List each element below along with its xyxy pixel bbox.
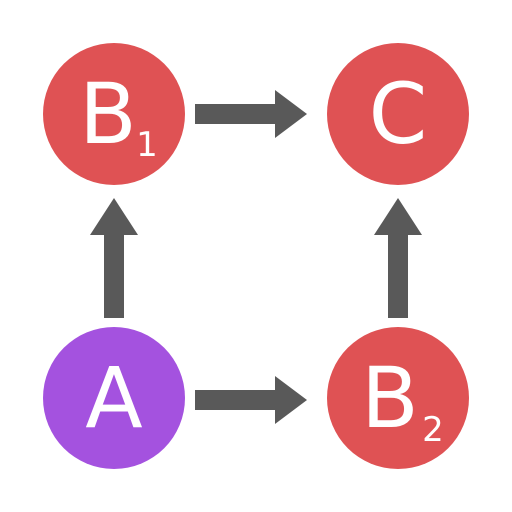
edge-shaft xyxy=(388,232,408,318)
node-subscript: 2 xyxy=(422,410,444,450)
edge-arrowhead xyxy=(275,90,307,138)
edge-shaft xyxy=(195,104,277,124)
edge-b2-to-c xyxy=(374,198,422,318)
edge-a-to-b1 xyxy=(90,198,138,318)
node-letter: B xyxy=(361,349,419,447)
edge-b1-to-c xyxy=(195,90,307,138)
node-c: C xyxy=(327,43,469,185)
node-a: A xyxy=(43,327,185,469)
node-circle xyxy=(43,43,185,185)
node-circle xyxy=(43,327,185,469)
node-circle xyxy=(327,43,469,185)
edge-a-to-b2 xyxy=(195,376,307,424)
node-subscript: 1 xyxy=(136,125,158,165)
edge-arrowhead xyxy=(90,198,138,235)
node-letter: C xyxy=(369,65,428,163)
edge-arrowhead xyxy=(275,376,307,424)
node-b2: B 2 xyxy=(327,327,469,469)
edge-shaft xyxy=(104,232,124,318)
node-circle xyxy=(327,327,469,469)
edge-shaft xyxy=(195,390,277,410)
node-letter: B xyxy=(79,65,137,163)
node-letter: A xyxy=(85,349,142,447)
node-b1: B 1 xyxy=(43,43,185,185)
edge-arrowhead xyxy=(374,198,422,235)
